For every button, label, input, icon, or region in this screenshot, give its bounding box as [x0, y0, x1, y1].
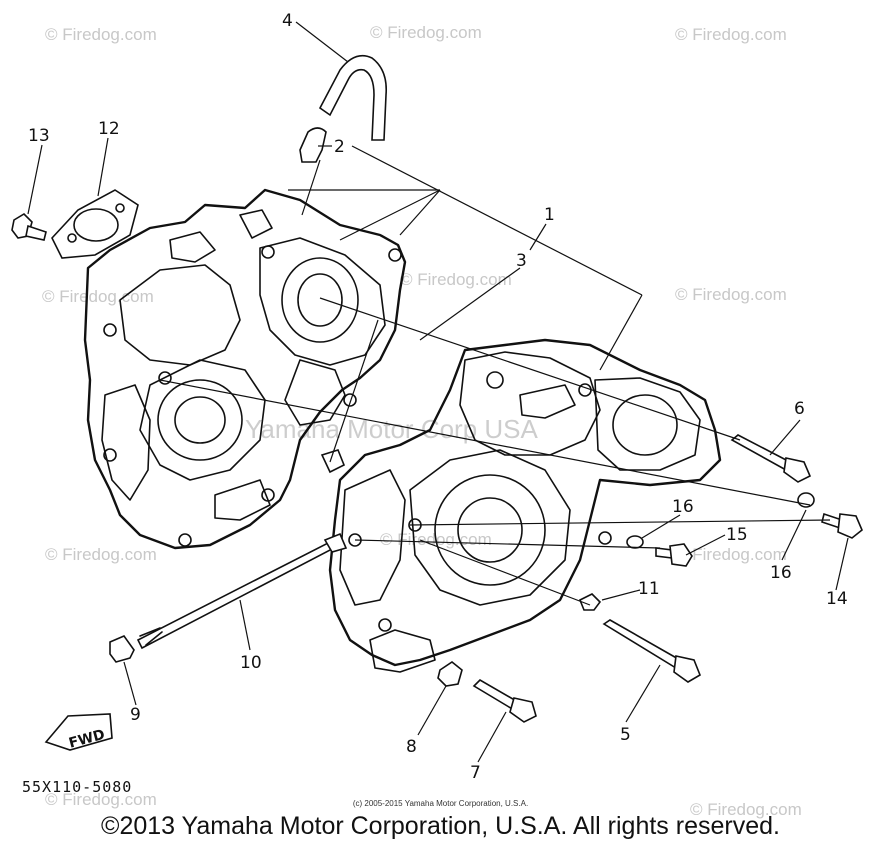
watermark-mid-right: © Firedog.com — [675, 285, 787, 304]
diagram-code: 55X110-5080 — [22, 778, 133, 796]
callout-11: 11 — [638, 579, 660, 599]
callout-9: 9 — [130, 705, 141, 725]
callout-15: 15 — [726, 525, 748, 545]
dowel-pin-part-3 — [320, 449, 346, 474]
nut-part-8 — [437, 661, 463, 687]
assembly-lines — [159, 159, 831, 606]
washer-part-16-right — [797, 492, 815, 508]
gasket-part-12 — [51, 189, 139, 259]
pipe-part-2 — [299, 127, 327, 163]
callout-7: 7 — [470, 763, 481, 783]
callout-8: 8 — [406, 737, 417, 757]
bolt-part-15 — [655, 543, 693, 567]
callout-13: 13 — [28, 126, 50, 146]
dowel-part-9 — [109, 635, 135, 663]
callout-3: 3 — [516, 251, 527, 271]
callout-12: 12 — [98, 119, 120, 139]
callout-6: 6 — [794, 399, 805, 419]
bolt-part-5 — [602, 619, 701, 683]
callout-4: 4 — [282, 11, 293, 31]
left-crankcase-half — [83, 188, 407, 550]
small-copyright-notice: (c) 2005-2015 Yamaha Motor Corporation, … — [352, 799, 529, 808]
callout-16-left: 16 — [672, 497, 694, 517]
breather-hose — [318, 54, 388, 141]
bolt-part-13 — [11, 212, 47, 241]
callout-labels: 4 2 1 3 13 12 6 16 15 16 14 11 10 9 8 7 … — [28, 11, 848, 783]
callout-14: 14 — [826, 589, 848, 609]
watermark-top-left: © Firedog.com — [45, 25, 157, 44]
bolt-part-14 — [821, 512, 863, 539]
watermark-lower-right: © Firedog.com — [675, 545, 787, 564]
washer-part-16-left — [626, 535, 644, 549]
bolt-part-6 — [730, 434, 812, 483]
watermark-bottom-right: © Firedog.com — [690, 800, 802, 819]
callout-leaders — [27, 21, 849, 763]
watermark-lower-left: © Firedog.com — [45, 545, 157, 564]
watermark-bottom-left: © Firedog.com — [45, 790, 157, 809]
watermark-mid-left: © Firedog.com — [42, 287, 154, 306]
copyright-notice: ©2013 Yamaha Motor Corporation, U.S.A. A… — [101, 812, 780, 840]
watermark-top-center: © Firedog.com — [370, 23, 482, 42]
bolt-part-7 — [472, 678, 537, 723]
stud-bolt-part-10 — [136, 532, 348, 650]
callout-10: 10 — [240, 653, 262, 673]
callout-1: 1 — [544, 205, 555, 225]
callout-2: 2 — [334, 137, 345, 157]
watermark-top-right: © Firedog.com — [675, 25, 787, 44]
watermark-mid-center: © Firedog.com — [400, 270, 512, 289]
right-crankcase-half — [328, 338, 722, 673]
callout-16-right: 16 — [770, 563, 792, 583]
watermark-center: Yamaha Motor Corp USA — [245, 414, 539, 444]
callout-5: 5 — [620, 725, 631, 745]
forward-arrow-icon: FWD — [44, 713, 113, 752]
dowel-part-11 — [578, 593, 602, 611]
